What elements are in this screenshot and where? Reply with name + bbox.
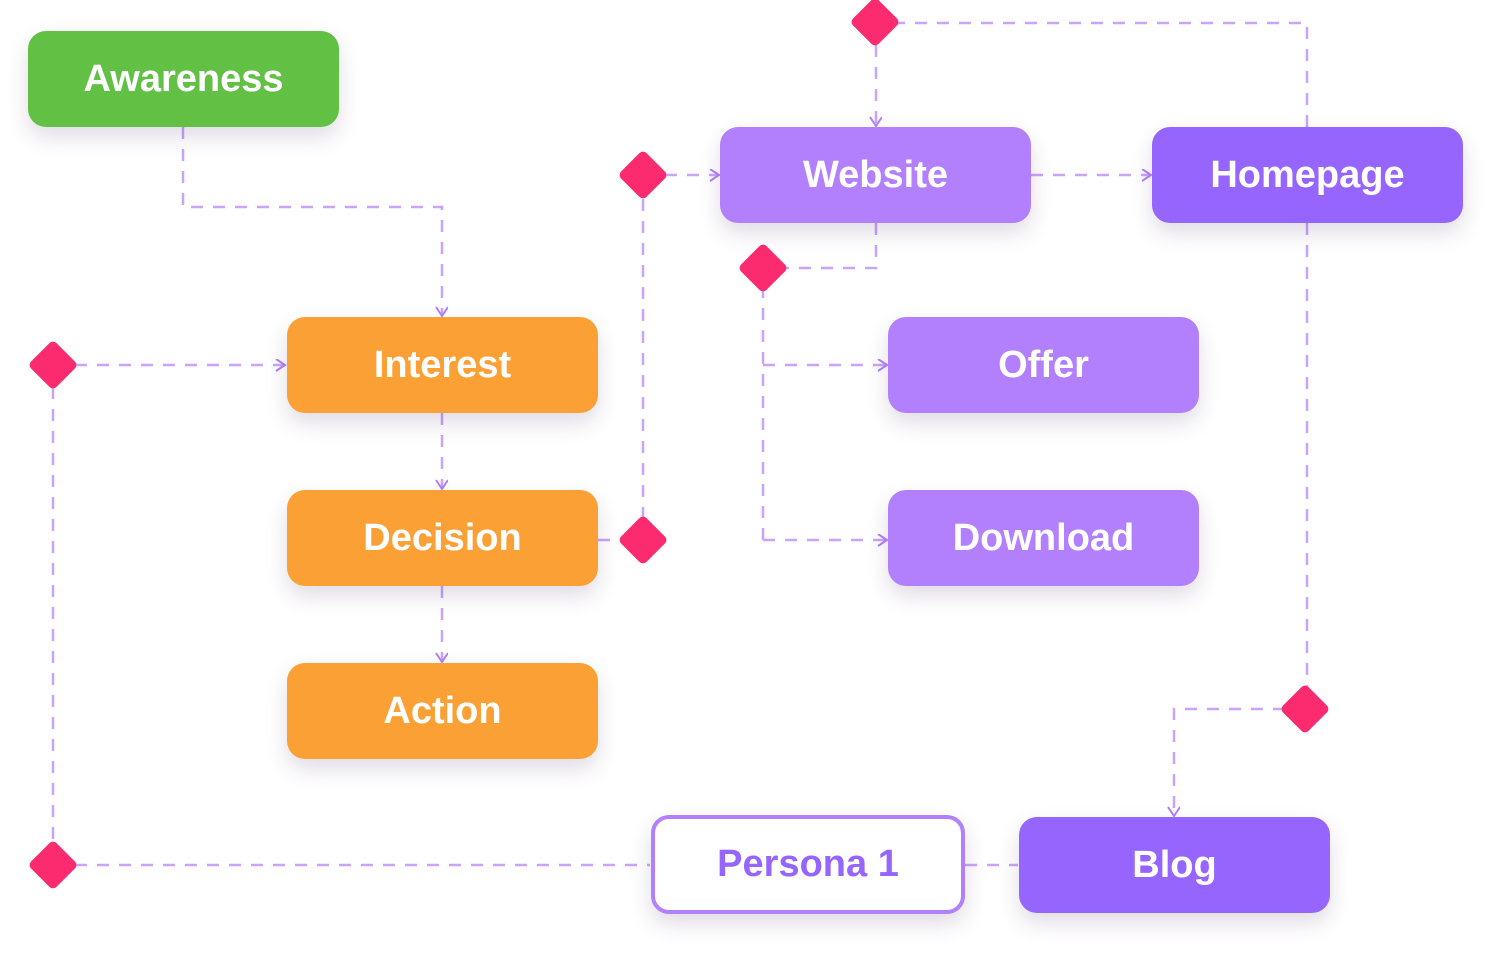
decision-node[interactable]: Decision [287,490,598,586]
homepage-node[interactable]: Homepage [1152,127,1463,223]
decision-diamond-bottom [29,841,77,889]
interest-node[interactable]: Interest [287,317,598,413]
decision-diamond-website [619,151,667,199]
persona-node[interactable]: Persona 1 [651,815,965,914]
download-node[interactable]: Download [888,490,1199,586]
decision-diamond-decision [619,516,667,564]
connector-homepage-loop [876,21,1309,127]
awareness-node[interactable]: Awareness [28,31,339,127]
website-node[interactable]: Website [720,127,1031,223]
blog-node[interactable]: Blog [1019,817,1330,913]
decision-diamond-top [851,0,899,46]
offer-node[interactable]: Offer [888,317,1199,413]
decision-diamond-interest [29,341,77,389]
decision-diamond-offer-branch [739,244,787,292]
decision-diamond-blog [1281,685,1329,733]
connector-awareness-interest [181,127,442,316]
connector-diamond-blog [1174,707,1307,816]
connector-website-branch [761,223,878,540]
connector-decision-website [598,175,645,542]
action-node[interactable]: Action [287,663,598,759]
